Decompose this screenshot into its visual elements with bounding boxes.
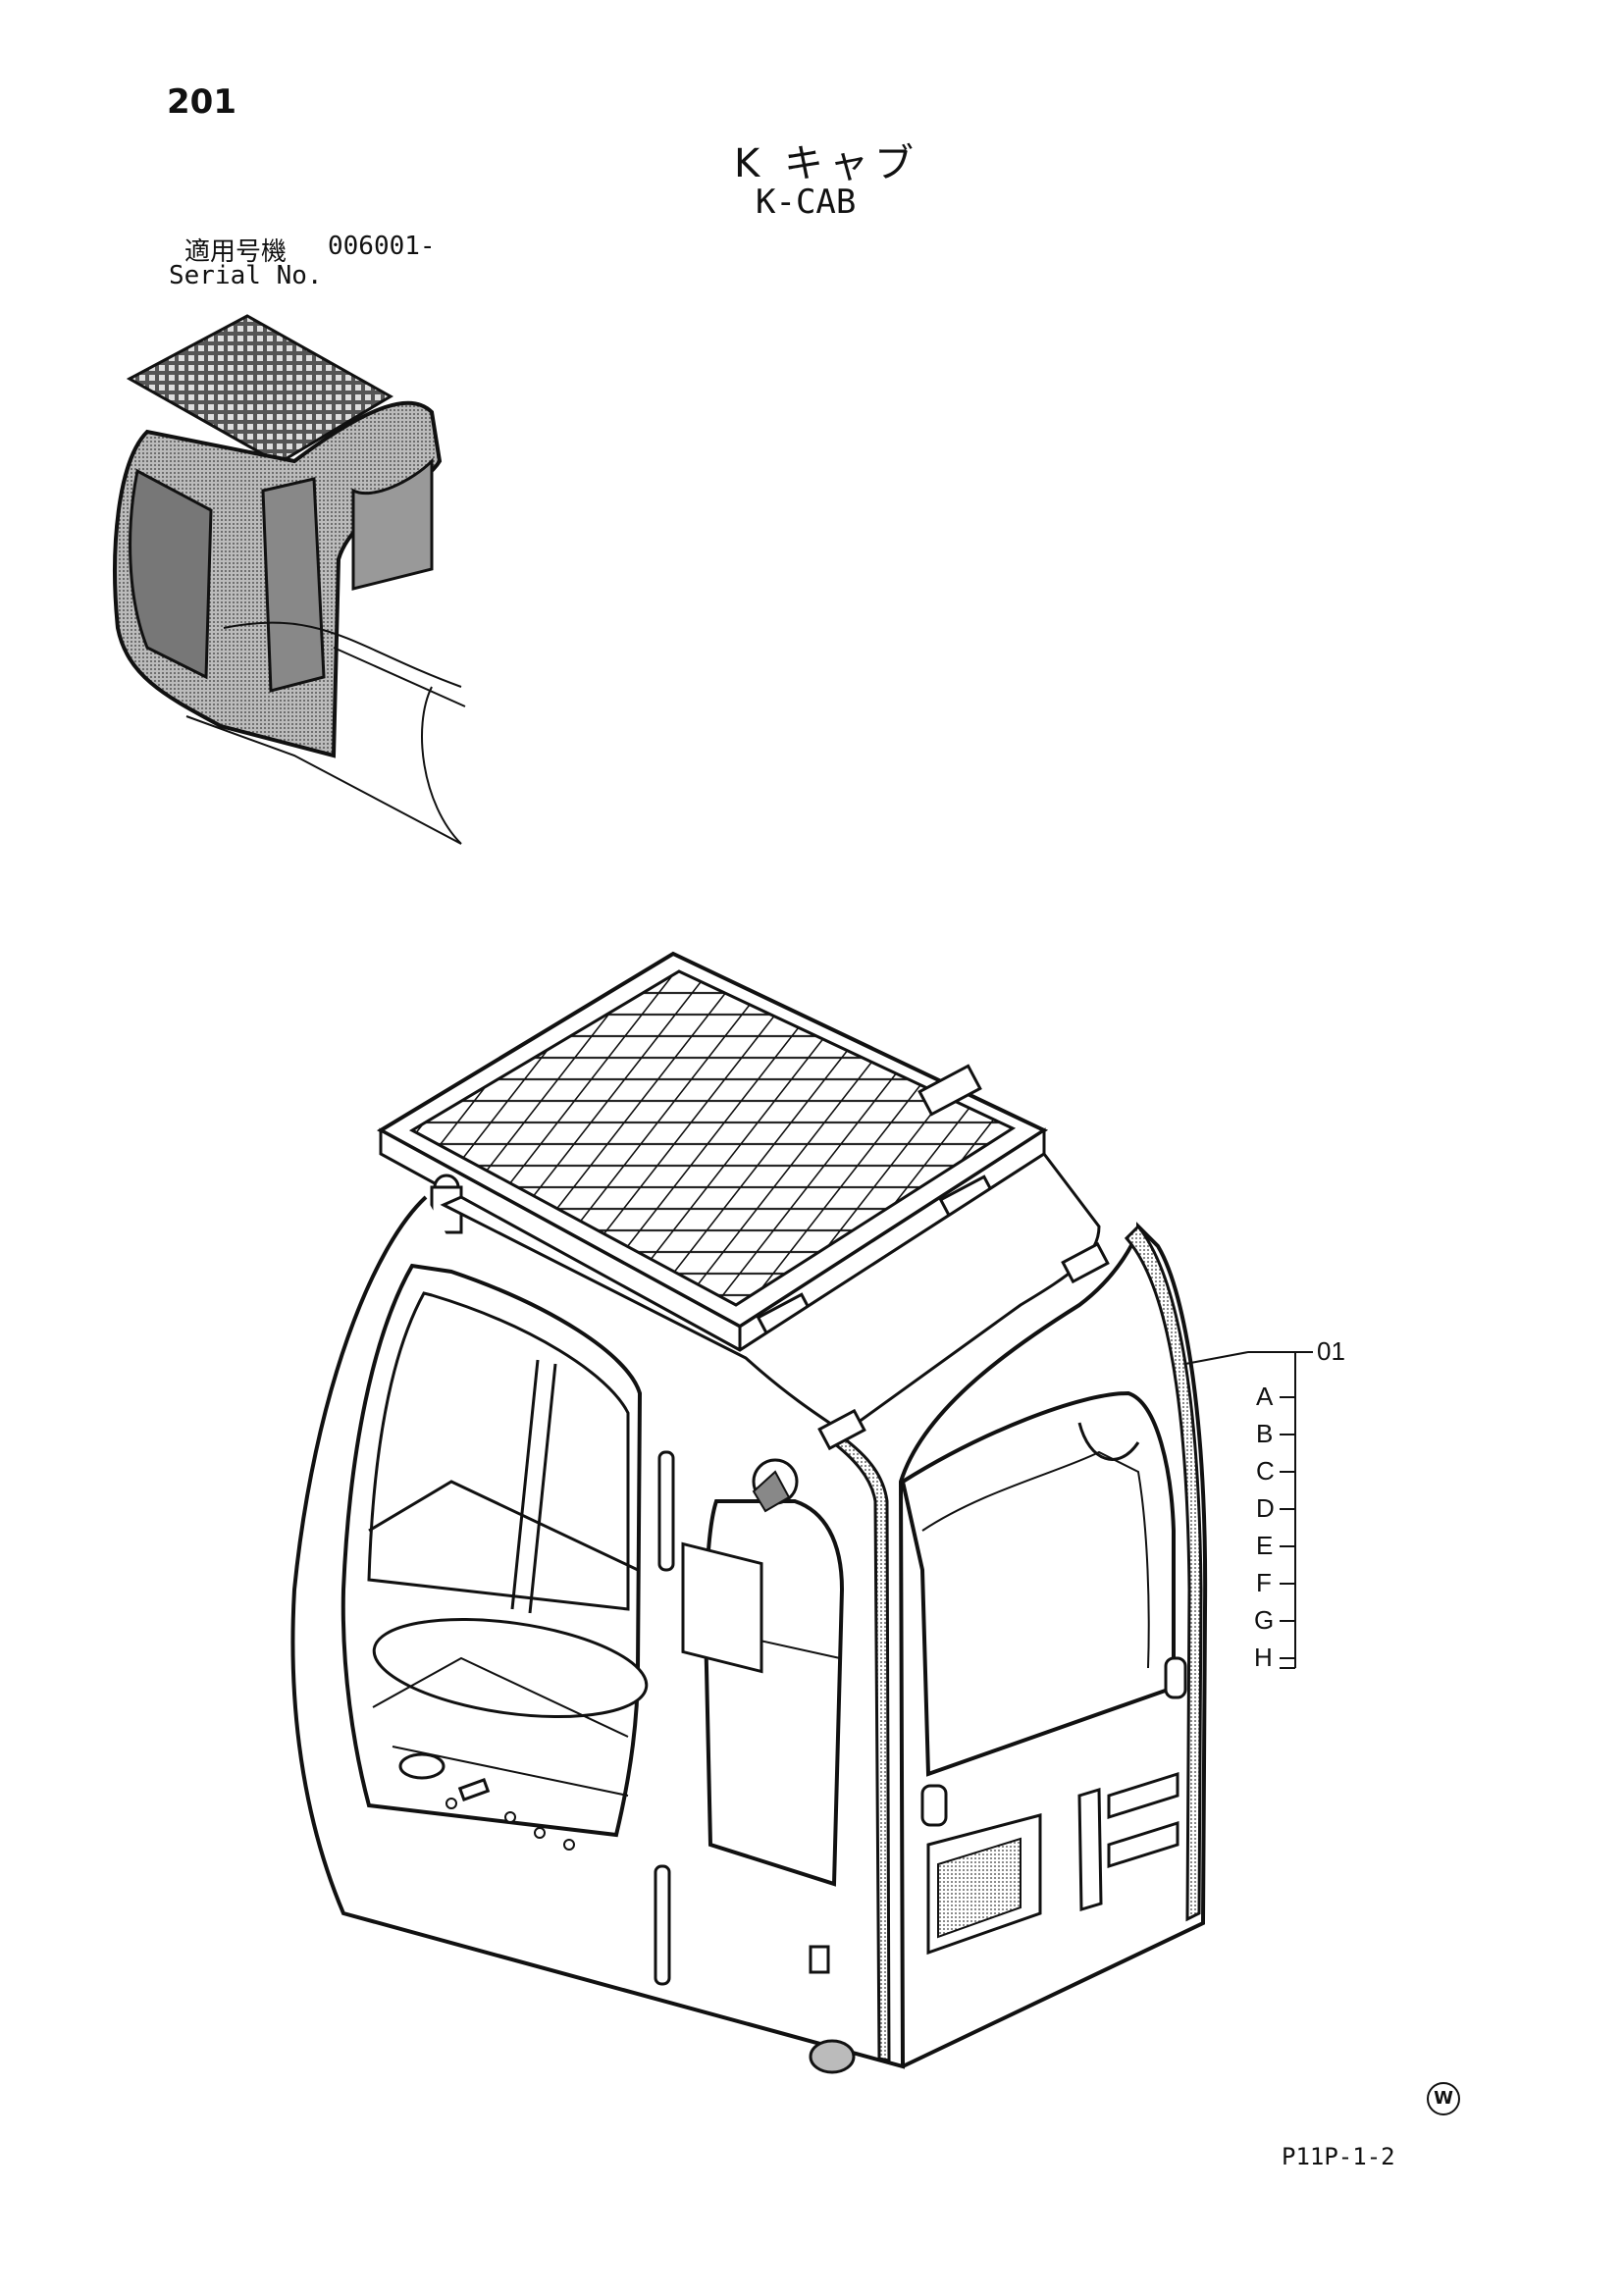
callout-letter-h: H	[1254, 1643, 1273, 1672]
serial-value: 006001-	[328, 232, 436, 261]
serial-label-en: Serial No.	[169, 261, 323, 290]
side-lamp	[809, 2039, 856, 2074]
rear-window	[900, 1390, 1176, 1777]
thumb-roof-guard	[126, 314, 393, 465]
page-number: 201	[167, 82, 236, 122]
door-handle	[398, 1752, 445, 1780]
callout-letter-f: F	[1256, 1568, 1272, 1597]
callout-letter-b: B	[1256, 1419, 1274, 1448]
corner-mark: W	[1427, 2082, 1460, 2115]
roof-guard-mesh	[408, 969, 1017, 1307]
page-title-jp: K キャブ	[734, 141, 919, 186]
roof-bracket-tab	[917, 1064, 982, 1117]
callout-letter-c: C	[1256, 1456, 1275, 1486]
callout-letter-d: D	[1256, 1493, 1275, 1523]
callout-letter-e: E	[1256, 1531, 1274, 1560]
door-lower-opening	[372, 1617, 649, 1719]
callout-letter-g: G	[1254, 1605, 1275, 1635]
callout-letter-a: A	[1256, 1382, 1274, 1411]
serial-label-jp: 適用号機	[184, 237, 288, 267]
hinge-plate	[681, 1541, 763, 1674]
cab-roof-panel	[440, 1151, 1101, 1435]
callout-part-01: 01	[1317, 1336, 1345, 1366]
document-code: P11P-1-2	[1282, 2143, 1395, 2170]
page-title-en: K-CAB	[756, 183, 857, 222]
cab-seal-strip	[1124, 1224, 1203, 1922]
